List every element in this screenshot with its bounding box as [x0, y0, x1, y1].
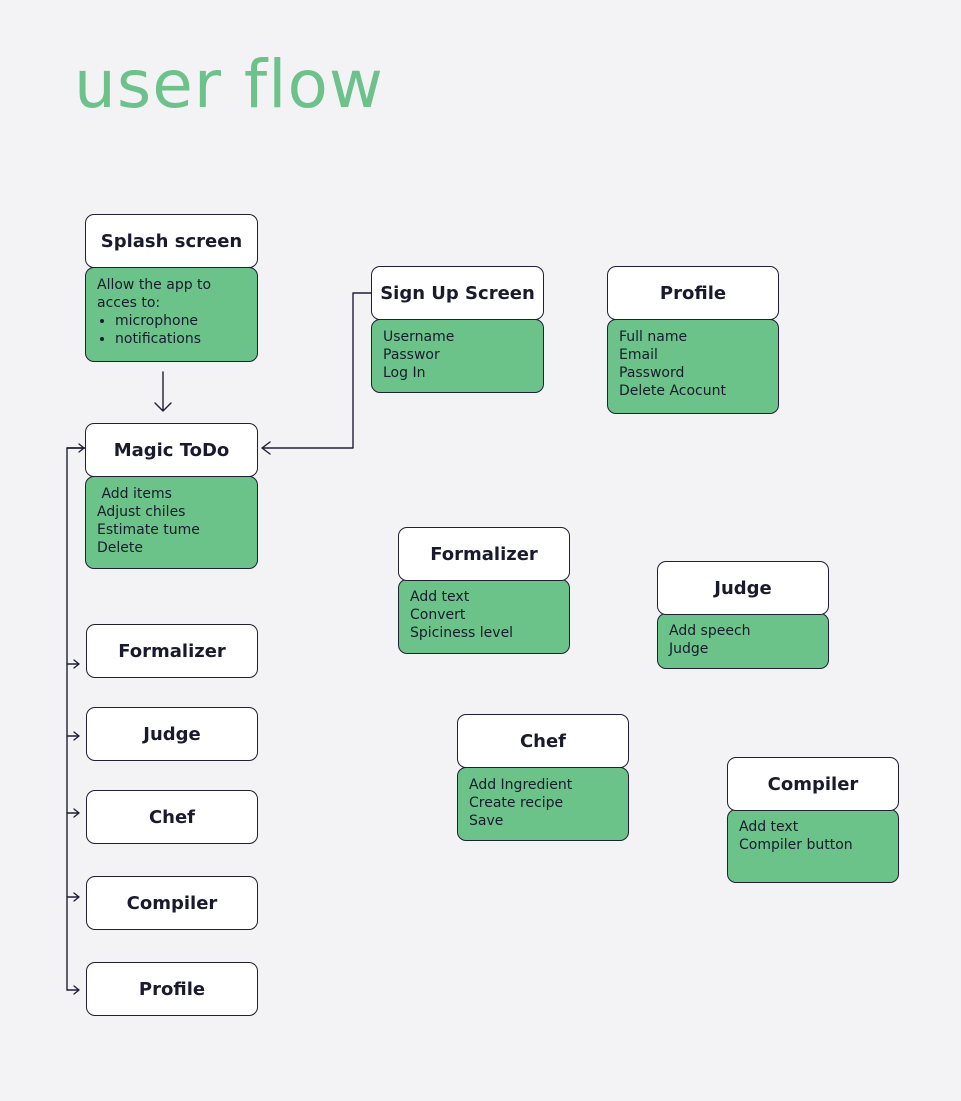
splash-line: acces to:	[97, 295, 161, 311]
splash-line: Allow the app to	[97, 277, 212, 293]
signup-line: Passwor	[383, 347, 440, 363]
chef-line: Save	[469, 813, 504, 829]
signup-screen-header: Sign Up Screen	[371, 266, 544, 320]
magic-todo-line: Delete	[97, 540, 143, 556]
profile-detail-body: Full name Email Password Delete Acocunt	[607, 319, 779, 414]
chef-line: Add Ingredient	[469, 777, 573, 793]
signup-line: Log In	[383, 365, 426, 381]
menu-arrow-compiler	[66, 892, 80, 902]
chef-line: Create recipe	[469, 795, 564, 811]
diagram-title: user flow	[74, 46, 384, 123]
judge-line: Add speech	[669, 623, 751, 639]
splash-screen-body: Allow the app to acces to: microphone no…	[85, 267, 258, 362]
profile-detail-header: Profile	[607, 266, 779, 320]
splash-permission-list: microphone notifications	[97, 312, 247, 348]
menu-arrow-magic	[66, 443, 85, 453]
menu-arrow-judge	[66, 731, 80, 741]
formalizer-line: Add text	[410, 589, 470, 605]
menu-arrow-chef	[66, 808, 80, 818]
compiler-line: Compiler button	[739, 837, 853, 853]
menu-item-judge: Judge	[86, 707, 258, 761]
signup-screen-body: Username Passwor Log In	[371, 319, 544, 393]
menu-item-chef: Chef	[86, 790, 258, 844]
profile-line: Delete Acocunt	[619, 383, 726, 399]
chef-detail-header: Chef	[457, 714, 629, 768]
profile-line: Email	[619, 347, 658, 363]
formalizer-detail-header: Formalizer	[398, 527, 570, 581]
menu-item-formalizer: Formalizer	[86, 624, 258, 678]
menu-trunk-line	[66, 447, 86, 991]
profile-line: Full name	[619, 329, 688, 345]
splash-bullet: notifications	[115, 330, 247, 348]
magic-todo-line: Add items	[97, 486, 172, 502]
menu-arrow-formalizer	[66, 659, 80, 669]
menu-arrow-profile	[66, 985, 80, 995]
profile-line: Password	[619, 365, 685, 381]
judge-detail-body: Add speech Judge	[657, 613, 829, 669]
splash-to-magic-arrow	[154, 371, 172, 412]
compiler-line: Add text	[739, 819, 799, 835]
splash-screen-header: Splash screen	[85, 214, 258, 268]
signup-line: Username	[383, 329, 455, 345]
magic-todo-header: Magic ToDo	[85, 423, 258, 477]
judge-detail-header: Judge	[657, 561, 829, 615]
formalizer-line: Convert	[410, 607, 466, 623]
magic-todo-line: Adjust chiles	[97, 504, 186, 520]
judge-line: Judge	[669, 641, 709, 657]
magic-todo-line: Estimate tume	[97, 522, 200, 538]
chef-detail-body: Add Ingredient Create recipe Save	[457, 767, 629, 841]
splash-bullet: microphone	[115, 312, 247, 330]
formalizer-line: Spiciness level	[410, 625, 514, 641]
menu-item-profile: Profile	[86, 962, 258, 1016]
menu-item-compiler: Compiler	[86, 876, 258, 930]
compiler-detail-header: Compiler	[727, 757, 899, 811]
compiler-detail-body: Add text Compiler button	[727, 809, 899, 883]
signup-to-magic-arrow	[261, 292, 372, 455]
magic-todo-body: Add items Adjust chiles Estimate tume De…	[85, 476, 258, 569]
formalizer-detail-body: Add text Convert Spiciness level	[398, 579, 570, 654]
